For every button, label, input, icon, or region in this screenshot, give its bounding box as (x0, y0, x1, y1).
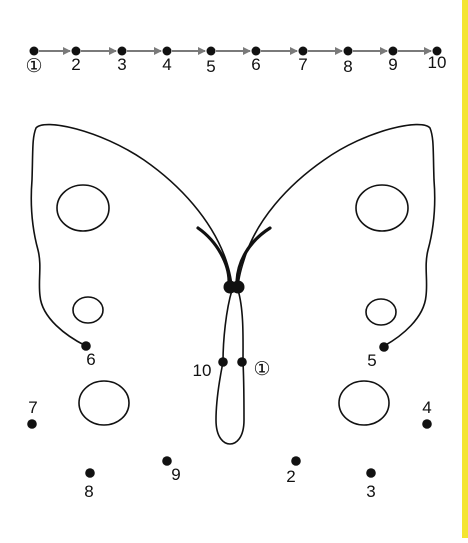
guide-dot (71, 46, 81, 56)
wing-spot-middle-left (72, 296, 104, 324)
right-wing-outline (237, 123, 436, 363)
guide-dot (29, 46, 39, 56)
dot-9-marker[interactable] (162, 456, 172, 466)
numbered-dots: ① 2 3 4 5 6 7 8 9 10 (27, 341, 432, 501)
butterfly-head (223, 280, 245, 294)
guide-dot (432, 46, 442, 56)
wing-spot-middle-right (365, 298, 397, 326)
dot-1[interactable]: ① (237, 357, 271, 380)
guide-dot (298, 46, 308, 56)
wing-spot-lower-right (338, 380, 390, 426)
dot-10-marker[interactable] (218, 357, 228, 367)
wing-spot-lower-left (78, 380, 130, 426)
dot-9[interactable]: 9 (162, 456, 181, 484)
dot-8[interactable]: 8 (84, 468, 95, 501)
guide-label: ① (25, 56, 42, 77)
dot-6-marker[interactable] (81, 341, 91, 351)
page-edge-strip (462, 0, 468, 538)
dot-6[interactable]: 6 (81, 341, 96, 369)
left-antenna (196, 226, 231, 283)
dot-3-label: 3 (366, 482, 375, 501)
wing-spot-upper-right (355, 184, 409, 232)
dot-8-marker[interactable] (85, 468, 95, 478)
dot-5-label: 5 (367, 351, 376, 370)
dot-2-marker[interactable] (291, 456, 301, 466)
dot-1-marker[interactable] (237, 357, 247, 367)
guide-dot (343, 46, 353, 56)
guide-label: 8 (343, 57, 352, 76)
guide-dot (162, 46, 172, 56)
dot-4[interactable]: 4 (422, 398, 432, 429)
dot-7-marker[interactable] (27, 419, 37, 429)
dot-5[interactable]: 5 (367, 342, 389, 370)
left-wing-outline (30, 123, 233, 363)
dot-7[interactable]: 7 (27, 398, 38, 429)
guide-label: 7 (298, 55, 307, 74)
dot-3[interactable]: 3 (366, 468, 376, 501)
dot-10[interactable]: 10 (193, 357, 228, 380)
dot-2[interactable]: 2 (286, 456, 301, 486)
guide-label: 3 (117, 55, 126, 74)
number-order-guide: ① 2 3 4 5 6 7 8 9 10 (25, 46, 447, 77)
dot-10-label: 10 (193, 361, 212, 380)
guide-label: 10 (428, 53, 447, 72)
guide-dot (251, 46, 261, 56)
guide-label: 6 (251, 55, 260, 74)
guide-label: 9 (388, 55, 397, 74)
guide-dot (388, 46, 398, 56)
dot-6-label: 6 (86, 350, 95, 369)
dot-1-label: ① (253, 359, 270, 380)
dot-4-marker[interactable] (422, 419, 432, 429)
wing-spot-upper-left (56, 184, 110, 232)
right-antenna (235, 226, 272, 283)
guide-label: 4 (162, 55, 171, 74)
guide-label: 5 (206, 57, 215, 76)
butterfly-abdomen (215, 361, 245, 445)
dot-2-label: 2 (286, 467, 295, 486)
dot-7-label: 7 (28, 398, 37, 417)
dot-3-marker[interactable] (366, 468, 376, 478)
butterfly-outline (30, 123, 436, 445)
guide-dot (117, 46, 127, 56)
guide-label: 2 (71, 55, 80, 74)
dot-4-label: 4 (422, 398, 431, 417)
dot-5-marker[interactable] (379, 342, 389, 352)
dot-9-label: 9 (171, 465, 180, 484)
guide-dot (206, 46, 216, 56)
dot-8-label: 8 (84, 482, 93, 501)
